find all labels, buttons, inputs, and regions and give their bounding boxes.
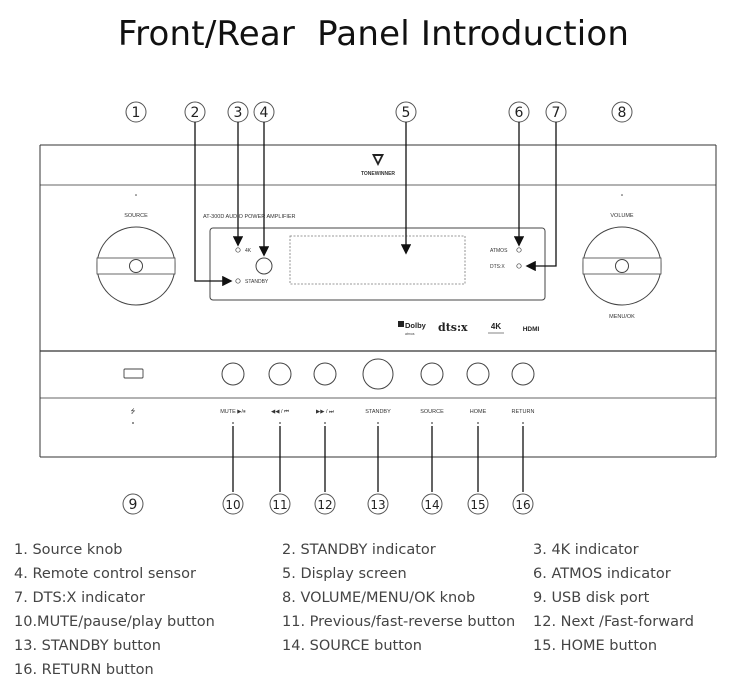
home-label: HOME bbox=[470, 409, 487, 415]
callout-15-number: 15 bbox=[470, 498, 485, 512]
legend-item-13: 13. STANDBY button bbox=[14, 638, 161, 654]
prev-label: ◀◀ / ⏮ bbox=[271, 409, 289, 415]
control-row bbox=[123, 358, 535, 390]
callout-6-number: 6 bbox=[515, 105, 524, 121]
legend-item-4: 4. Remote control sensor bbox=[14, 566, 196, 582]
callout-7-number: 7 bbox=[552, 105, 561, 121]
source-button[interactable] bbox=[420, 362, 444, 386]
legend-item-5: 5. Display screen bbox=[282, 566, 407, 582]
callout-2-number: 2 bbox=[191, 105, 200, 121]
standby-indicator bbox=[235, 278, 241, 284]
leader-lines bbox=[194, 122, 557, 492]
callout-8: 8 bbox=[611, 101, 633, 123]
callout-8-number: 8 bbox=[618, 105, 627, 121]
callout-3-number: 3 bbox=[234, 105, 243, 121]
dolby-atmos-sub: atmos bbox=[405, 332, 415, 336]
callout-14: 14 bbox=[421, 493, 443, 515]
legend-item-9: 9. USB disk port bbox=[533, 590, 650, 606]
legend-item-6: 6. ATMOS indicator bbox=[533, 566, 671, 582]
brand-logo: TONEWINNER bbox=[361, 154, 395, 177]
callout-9: 9 bbox=[122, 493, 144, 515]
display-screen bbox=[289, 235, 466, 285]
next-label: ▶▶ / ⏭ bbox=[316, 409, 334, 415]
legend-item-3: 3. 4K indicator bbox=[533, 542, 639, 558]
callout-5: 5 bbox=[395, 101, 417, 123]
callout-5-number: 5 bbox=[402, 105, 411, 121]
callout-14-number: 14 bbox=[424, 498, 439, 512]
callout-6: 6 bbox=[508, 101, 530, 123]
callout-16: 16 bbox=[512, 493, 534, 515]
prev-button[interactable] bbox=[268, 362, 292, 386]
volume-knob-label: VOLUME bbox=[610, 213, 634, 219]
legend-item-2: 2. STANDBY indicator bbox=[282, 542, 436, 558]
dolby-logo: Dolby bbox=[405, 321, 427, 330]
atmos-indicator-label: ATMOS bbox=[490, 248, 508, 254]
callout-11-number: 11 bbox=[272, 498, 287, 512]
4k-logo: 4K bbox=[491, 322, 501, 331]
callout-15: 15 bbox=[467, 493, 489, 515]
legend-item-14: 14. SOURCE button bbox=[282, 638, 422, 654]
home-button[interactable] bbox=[466, 362, 490, 386]
standby-button[interactable] bbox=[362, 358, 394, 390]
callout-16-number: 16 bbox=[515, 498, 530, 512]
legend-item-11: 11. Previous/fast-reverse button bbox=[282, 614, 516, 630]
callout-12-number: 12 bbox=[317, 498, 332, 512]
legend-item-7: 7. DTS:X indicator bbox=[14, 590, 145, 606]
dtsx-indicator bbox=[516, 263, 522, 269]
display-window: 4K STANDBY ATMOS DTS:X bbox=[209, 227, 546, 301]
callout-4-number: 4 bbox=[260, 105, 269, 121]
callout-13: 13 bbox=[367, 493, 389, 515]
button-labels: ⭍ MUTE ▶/⏸ ◀◀ / ⏮ ▶▶ / ⏭ STANDBY SOURCE … bbox=[131, 407, 535, 424]
callout-1: 1 bbox=[125, 101, 147, 123]
dtsx-indicator-label: DTS:X bbox=[490, 264, 505, 270]
legend-item-10: 10.MUTE/pause/play button bbox=[14, 614, 215, 630]
callout-12: 12 bbox=[314, 493, 336, 515]
callout-1-number: 1 bbox=[132, 105, 141, 121]
volume-knob[interactable] bbox=[582, 226, 662, 306]
legend-item-15: 15. HOME button bbox=[533, 638, 658, 654]
usb-label: ⭍ bbox=[131, 407, 136, 415]
mute-button[interactable] bbox=[221, 362, 245, 386]
callout-10-number: 10 bbox=[225, 498, 240, 512]
mute-label: MUTE ▶/⏸ bbox=[220, 409, 246, 415]
brand-name: TONEWINNER bbox=[361, 171, 395, 177]
standby-indicator-label: STANDBY bbox=[245, 279, 269, 285]
callout-9-number: 9 bbox=[129, 497, 138, 513]
source-knob-label: SOURCE bbox=[124, 213, 148, 219]
callout-10: 10 bbox=[222, 493, 244, 515]
callout-11: 11 bbox=[269, 493, 291, 515]
4k-indicator-label: 4K bbox=[245, 248, 252, 254]
next-button[interactable] bbox=[313, 362, 337, 386]
legend-item-1: 1. Source knob bbox=[14, 542, 123, 558]
legend-item-12: 12. Next /Fast-forward bbox=[533, 614, 694, 630]
amplifier-front-panel-diagram: 1 2 3 4 5 6 7 8 TONEWINNER SOURCE VOLUME… bbox=[39, 101, 717, 515]
return-button[interactable] bbox=[511, 362, 535, 386]
callout-13-number: 13 bbox=[370, 498, 385, 512]
usb-port[interactable] bbox=[123, 368, 144, 379]
menu-ok-label: MENU/OK bbox=[609, 314, 635, 320]
return-label: RETURN bbox=[512, 409, 535, 415]
source-label: SOURCE bbox=[420, 409, 444, 415]
4k-indicator bbox=[235, 247, 241, 253]
callout-2: 2 bbox=[184, 101, 206, 123]
remote-sensor bbox=[255, 257, 273, 275]
callout-7: 7 bbox=[545, 101, 567, 123]
dtsx-logo: dts:x bbox=[438, 321, 468, 334]
hdmi-logo: HDMI bbox=[523, 326, 540, 333]
legend-item-8: 8. VOLUME/MENU/OK knob bbox=[282, 590, 476, 606]
legend-item-16: 16. RETURN button bbox=[14, 662, 154, 678]
callout-4: 4 bbox=[253, 101, 275, 123]
format-logos: Dolby atmos dts:x 4K HDMI bbox=[398, 321, 539, 336]
source-knob[interactable] bbox=[96, 226, 176, 306]
callout-3: 3 bbox=[227, 101, 249, 123]
atmos-indicator bbox=[516, 247, 522, 253]
page-title: Front/Rear Panel Introduction bbox=[117, 14, 630, 54]
standby-label: STANDBY bbox=[365, 409, 391, 415]
model-label: AT-300D AUDIO POWER AMPLIFIER bbox=[203, 214, 296, 220]
